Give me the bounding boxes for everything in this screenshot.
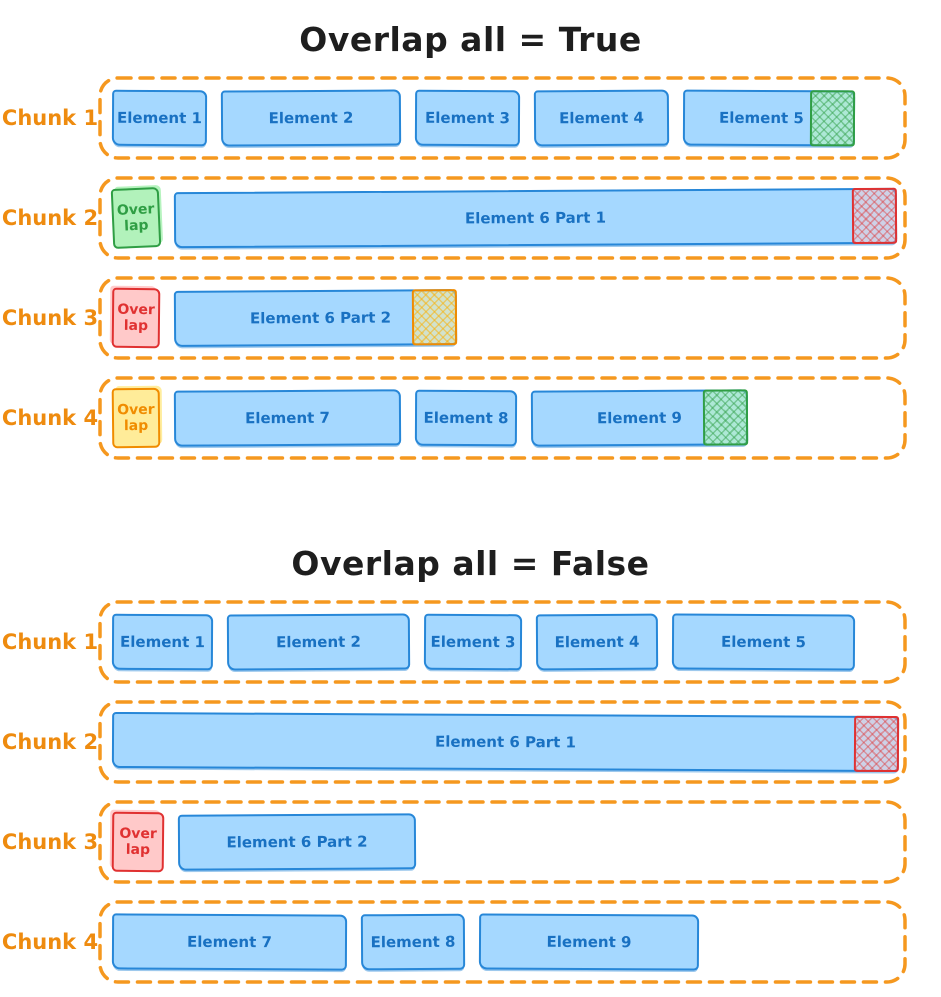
element-label: Element 9 — [596, 408, 682, 428]
element-label: Element 4 — [559, 108, 644, 128]
overlap-box-line: Over — [116, 201, 155, 219]
chunk-container: Over lap Element 6 Part 2 — [98, 276, 907, 360]
section-title: Overlap all = True — [299, 20, 642, 59]
chunk-row: Chunk 4 Over lap Element 7 Element 8 Ele… — [0, 376, 941, 460]
overlap-box-line: lap — [125, 841, 151, 859]
element-label: Element 2 — [276, 632, 361, 652]
element-box: Element 3 — [423, 613, 523, 671]
element-box: Element 2 — [220, 89, 402, 147]
overlap-hatch-red — [851, 187, 898, 245]
overlap-hatch-green — [809, 90, 856, 147]
element-label: Element 1 — [117, 108, 202, 128]
chunk-container: Over lap Element 7 Element 8 Element 9 — [98, 376, 907, 460]
section-overlap-false: Overlap all = False Chunk 1 Element 1 El… — [0, 540, 941, 984]
element-box: Element 8 — [414, 389, 518, 447]
element-box: Element 2 — [226, 613, 411, 671]
element-box: Element 8 — [360, 913, 466, 971]
overlap-box-green: Over lap — [110, 186, 162, 250]
element-label: Element 8 — [423, 408, 509, 428]
chunk-label: Chunk 4 — [1, 406, 99, 430]
chunk-label: Chunk 3 — [1, 306, 99, 330]
overlap-hatch-green — [702, 389, 749, 446]
element-box: Element 5 — [682, 89, 856, 147]
chunk-row: Chunk 2 Over lap Element 6 Part 1 — [0, 176, 941, 260]
chunk-label: Chunk 3 — [1, 830, 99, 854]
element-box: Element 6 Part 1 — [173, 187, 898, 249]
overlap-box-line: Over — [117, 301, 155, 319]
element-label: Element 6 Part 2 — [249, 308, 392, 328]
chunk-container: Element 1 Element 2 Element 3 Element 4 … — [98, 600, 907, 684]
overlap-box-line: Over — [119, 825, 157, 843]
overlap-box-red: Over lap — [111, 811, 165, 873]
element-box: Element 5 — [671, 613, 856, 671]
element-label: Element 6 Part 1 — [464, 208, 607, 228]
chunk-container: Element 1 Element 2 Element 3 Element 4 … — [98, 76, 907, 160]
chunk-label: Chunk 1 — [1, 630, 99, 654]
chunk-container: Element 7 Element 8 Element 9 — [98, 900, 907, 984]
chunk-container: Element 6 Part 1 — [98, 700, 907, 784]
element-label: Element 1 — [120, 632, 205, 652]
chunk-row: Chunk 1 Element 1 Element 2 Element 3 El… — [0, 600, 941, 684]
overlap-box-line: Over — [117, 401, 155, 419]
element-box: Element 7 — [173, 389, 402, 447]
element-box: Element 6 Part 1 — [111, 711, 900, 773]
element-label: Element 7 — [245, 408, 330, 428]
element-box: Element 7 — [111, 913, 348, 971]
element-box: Element 3 — [414, 89, 521, 147]
overlap-hatch-red — [853, 715, 900, 773]
overlap-box-yellow: Over lap — [111, 387, 161, 449]
element-label: Element 6 Part 1 — [434, 732, 577, 752]
section-title: Overlap all = False — [291, 544, 650, 583]
element-box: Element 6 Part 2 — [177, 813, 417, 871]
element-box: Element 4 — [533, 89, 670, 147]
chunk-label: Chunk 2 — [1, 730, 99, 754]
chunk-label: Chunk 1 — [1, 106, 99, 130]
chunk-row: Chunk 4 Element 7 Element 8 Element 9 — [0, 900, 941, 984]
element-box: Element 9 — [530, 389, 749, 447]
chunk-row: Chunk 3 Over lap Element 6 Part 2 — [0, 276, 941, 360]
element-box: Element 6 Part 2 — [173, 289, 458, 347]
element-box: Element 9 — [478, 913, 700, 971]
element-label: Element 4 — [554, 632, 640, 652]
section-overlap-true: Overlap all = True Chunk 1 Element 1 Ele… — [0, 16, 941, 460]
element-label: Element 5 — [718, 108, 804, 128]
chunk-row: Chunk 2 Element 6 Part 1 — [0, 700, 941, 784]
overlap-hatch-orange — [411, 289, 458, 346]
overlap-box-line: lap — [123, 417, 149, 435]
element-label: Element 7 — [187, 932, 272, 952]
overlap-box-line: lap — [123, 217, 149, 235]
chunk-label: Chunk 4 — [1, 930, 99, 954]
element-label: Element 5 — [721, 632, 806, 652]
chunk-row: Chunk 3 Over lap Element 6 Part 2 — [0, 800, 941, 884]
element-box: Element 1 — [111, 89, 208, 147]
overlap-box-red: Over lap — [111, 287, 161, 349]
chunk-container: Over lap Element 6 Part 1 — [98, 176, 907, 260]
element-label: Element 3 — [425, 108, 510, 128]
element-box: Element 4 — [535, 613, 659, 671]
overlap-box-line: lap — [123, 317, 149, 335]
chunk-row: Chunk 1 Element 1 Element 2 Element 3 El… — [0, 76, 941, 160]
element-box: Element 1 — [111, 613, 214, 671]
element-label: Element 2 — [268, 108, 354, 128]
element-label: Element 8 — [370, 932, 456, 952]
chunk-label: Chunk 2 — [1, 206, 99, 230]
element-label: Element 6 Part 2 — [226, 832, 368, 852]
element-label: Element 9 — [546, 932, 632, 952]
element-label: Element 3 — [430, 632, 516, 652]
chunk-container: Over lap Element 6 Part 2 — [98, 800, 907, 884]
